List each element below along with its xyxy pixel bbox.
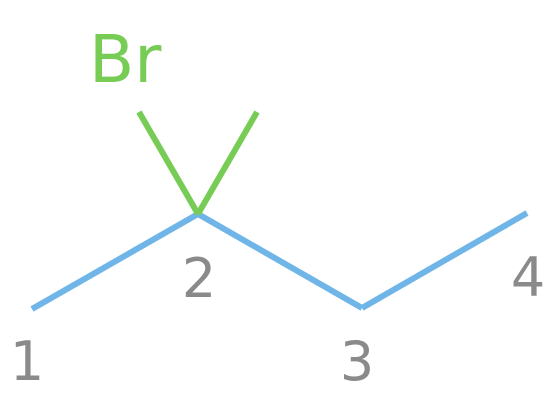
bond-c1-c2: [30, 211, 200, 312]
carbon-number-4: 4: [511, 246, 545, 309]
bromine-label: Br: [89, 21, 162, 98]
bond-c3-c4: [360, 210, 529, 311]
bond-c2-br-left: [136, 110, 201, 216]
carbon-number-1: 1: [10, 330, 44, 393]
carbon-number-2: 2: [182, 247, 216, 310]
bond-c2-c3: [196, 211, 364, 311]
bond-c2-br-right: [195, 110, 260, 216]
carbon-number-3: 3: [340, 330, 374, 393]
